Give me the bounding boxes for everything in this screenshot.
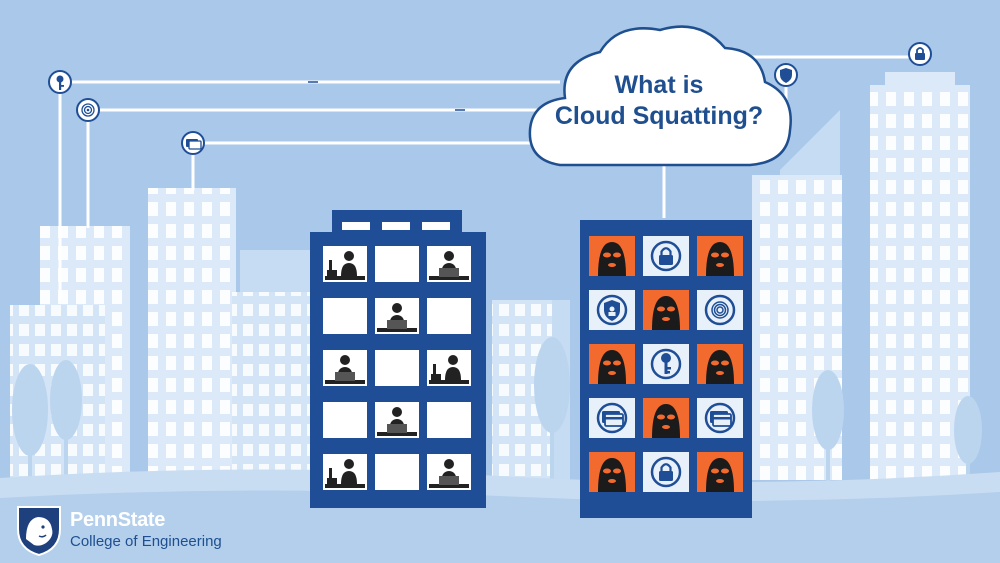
- nittany-lion-shield-icon: [17, 506, 61, 557]
- masked-hacker-icon: [643, 290, 689, 330]
- credit-card-icon: [695, 396, 745, 440]
- cloud-title-line1: What is: [614, 71, 704, 99]
- masked-hacker-icon: [697, 344, 743, 384]
- masked-hacker-icon: [697, 236, 743, 276]
- padlock-icon: [908, 42, 932, 66]
- credit-card-icon: [587, 396, 637, 440]
- padlock-icon: [641, 234, 691, 278]
- pennstate-logo: PennState College of Engineering: [16, 505, 256, 557]
- logo-college: College of Engineering: [70, 533, 222, 550]
- office-worker-icon: [427, 246, 471, 282]
- masked-hacker-icon: [697, 452, 743, 492]
- masked-hacker-icon: [589, 236, 635, 276]
- office-worker-icon: [323, 350, 367, 386]
- shield-icon: [587, 288, 637, 332]
- fingerprint-icon: [695, 288, 745, 332]
- office-worker-icon: [323, 246, 367, 282]
- squatted-building: [580, 220, 752, 518]
- fingerprint-icon: [76, 98, 100, 122]
- office-worker-icon: [427, 350, 471, 386]
- padlock-icon: [641, 450, 691, 494]
- key-icon: [641, 342, 691, 386]
- office-worker-icon: [375, 298, 419, 334]
- masked-hacker-icon: [589, 452, 635, 492]
- cloud-title: What is Cloud Squatting?: [528, 70, 790, 132]
- office-worker-icon: [323, 454, 367, 490]
- masked-hacker-icon: [589, 344, 635, 384]
- cloud: [528, 25, 792, 167]
- cloud-title-line2: Cloud Squatting?: [554, 102, 764, 130]
- office-worker-icon: [375, 402, 419, 438]
- trees: [12, 337, 982, 495]
- masked-hacker-icon: [643, 398, 689, 438]
- office-worker-icon: [427, 454, 471, 490]
- logo-brand: PennState: [70, 509, 166, 531]
- credit-card-icon: [181, 131, 205, 155]
- office-building: [310, 210, 486, 508]
- key-icon: [48, 70, 72, 94]
